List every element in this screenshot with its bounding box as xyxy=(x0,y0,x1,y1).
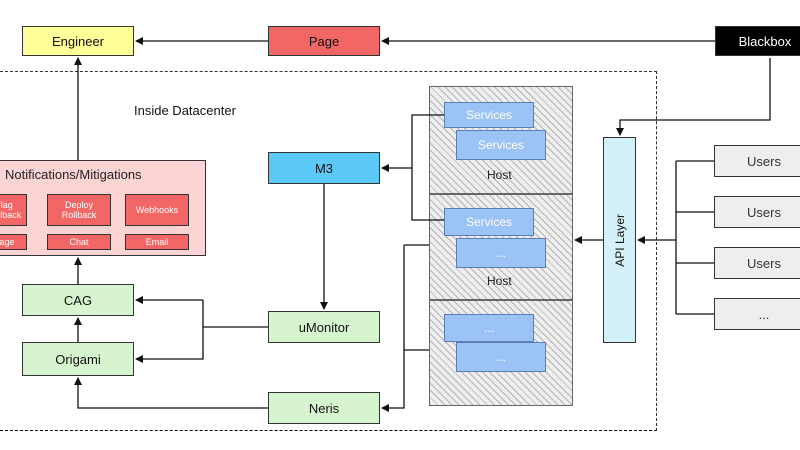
users-node-2: Users xyxy=(714,196,800,228)
blackbox-node: Blackbox xyxy=(715,26,800,56)
engineer-node: Engineer xyxy=(22,26,134,56)
service-back-3: ... xyxy=(456,342,546,372)
chat-node: Chat xyxy=(47,234,111,250)
origami-node: Origami xyxy=(22,342,134,376)
umonitor-node: uMonitor xyxy=(268,311,380,343)
m3-node: M3 xyxy=(268,152,380,184)
service-back-1: Services xyxy=(456,130,546,160)
service-front-2: Services xyxy=(444,208,534,236)
webhooks-node: Webhooks xyxy=(125,194,189,226)
datacenter-boundary-right xyxy=(656,71,657,431)
service-back-2: ... xyxy=(456,238,546,268)
api-layer-node: API Layer xyxy=(603,137,636,343)
users-node-1: Users xyxy=(714,145,800,177)
users-node-4: ... xyxy=(714,298,800,330)
notifications-title: Notifications/Mitigations xyxy=(5,167,142,182)
neris-node: Neris xyxy=(268,392,380,424)
flag-rollback-node: Flag Rollback xyxy=(0,194,27,226)
page-channel-node: Page xyxy=(0,234,27,250)
users-node-3: Users xyxy=(714,247,800,279)
service-front-1: Services xyxy=(444,102,534,128)
host-label-2: Host xyxy=(487,274,512,288)
api-layer-label: API Layer xyxy=(612,213,627,267)
inside-datacenter-label: Inside Datacenter xyxy=(134,103,236,118)
deploy-rollback-node: Deploy Rollback xyxy=(47,194,111,226)
page-node: Page xyxy=(268,26,380,56)
notifications-panel: Notifications/Mitigations Flag Rollback … xyxy=(0,160,206,256)
cag-node: CAG xyxy=(22,284,134,316)
email-node: Email xyxy=(125,234,189,250)
service-front-3: ... xyxy=(444,314,534,342)
host-label-1: Host xyxy=(487,168,512,182)
